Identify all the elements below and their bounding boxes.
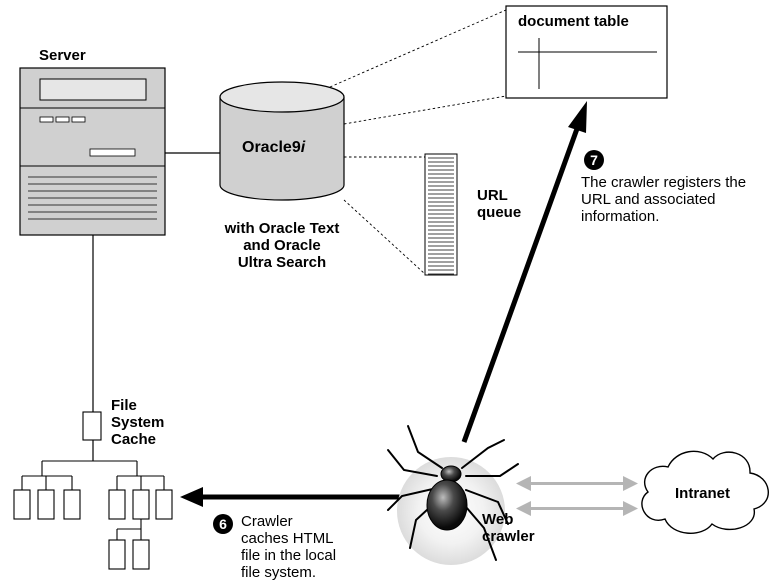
step-7-line: URL and associated <box>581 191 716 208</box>
database-cylinder-icon <box>219 81 345 201</box>
database-caption-line: with Oracle Text <box>224 220 340 237</box>
step-6-line: caches HTML <box>241 530 334 547</box>
step-6-badge: 6 <box>213 514 233 534</box>
crawler-label: Web crawler <box>482 511 535 545</box>
step-7-line: The crawler registers the <box>581 174 747 191</box>
server-label: Server <box>39 47 86 64</box>
step-6-line: Crawler <box>241 513 293 530</box>
step-6-description: Crawler caches HTML file in the local fi… <box>241 513 336 581</box>
crawler-line: Web <box>482 511 514 528</box>
step-7-description: The crawler registers the URL and associ… <box>581 174 746 225</box>
document-table-icon <box>505 5 668 99</box>
cache-line: System <box>111 414 165 431</box>
server-icon <box>19 67 166 236</box>
database-caption-line: and Oracle <box>243 237 321 254</box>
intranet-cloud-icon <box>641 450 769 534</box>
cache-line: Cache <box>111 431 157 448</box>
file-system-tree-icon <box>13 460 173 570</box>
register-arrow <box>461 101 587 443</box>
web-crawler-icon <box>387 425 519 565</box>
cache-arrow <box>180 487 402 507</box>
database-name-label: Oracle9i <box>242 139 305 156</box>
cache-icon <box>82 411 102 461</box>
url-queue-label: URL queue <box>477 187 521 221</box>
crawler-line: crawler <box>482 528 535 545</box>
step-7-line: information. <box>581 208 660 225</box>
url-queue-line: URL <box>477 187 508 204</box>
crawler-intranet-arrows <box>516 476 638 516</box>
database-name-main: Oracle9 <box>242 139 301 156</box>
step-6-line: file system. <box>241 564 317 581</box>
url-queue-icon <box>424 153 458 276</box>
step-6-line: file in the local <box>241 547 337 564</box>
cache-label: File System Cache <box>111 397 164 448</box>
database-caption: with Oracle Text and Oracle Ultra Search <box>194 220 370 271</box>
document-table-label: document table <box>518 13 629 30</box>
step-7-badge: 7 <box>584 150 604 170</box>
url-queue-line: queue <box>477 204 522 221</box>
intranet-label: Intranet <box>675 485 731 502</box>
database-name-suffix: i <box>300 139 306 156</box>
database-caption-line: Ultra Search <box>237 254 327 271</box>
database-links <box>329 9 507 275</box>
cache-line: File <box>111 397 137 414</box>
